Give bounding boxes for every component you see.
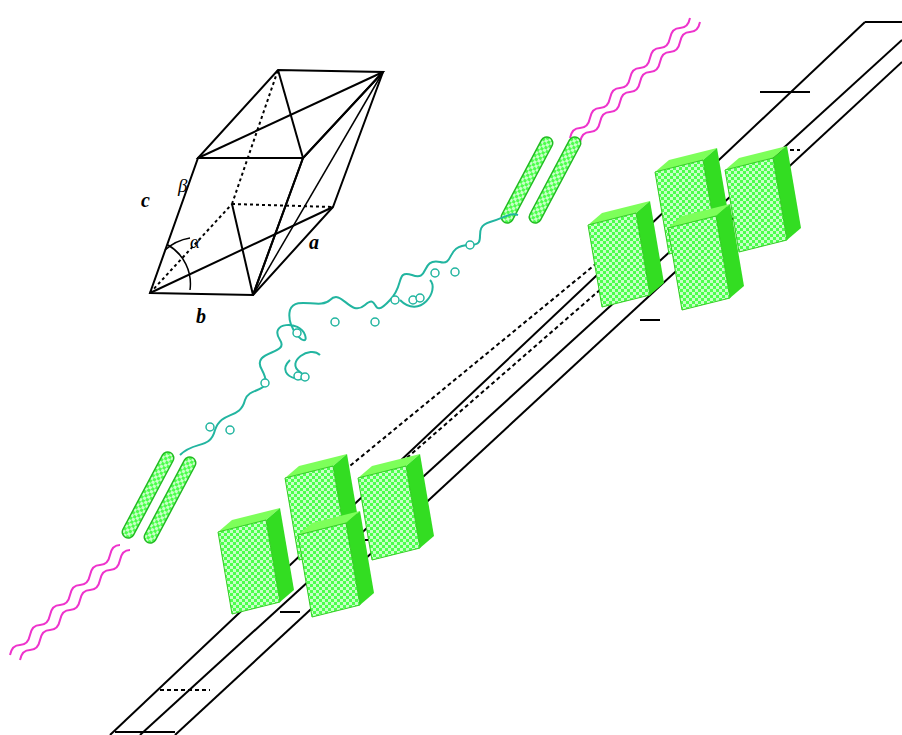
axis-label: c (141, 190, 150, 210)
angle-label: α (190, 232, 200, 251)
pink-chain (10, 18, 700, 660)
crystal-ribbon (110, 22, 902, 735)
helix-rods (120, 135, 583, 545)
polymer-coil (180, 214, 518, 455)
angle-label: β (178, 176, 187, 195)
unit-cell (150, 70, 383, 295)
axis-label: a (309, 232, 319, 252)
axis-label: b (196, 306, 206, 326)
